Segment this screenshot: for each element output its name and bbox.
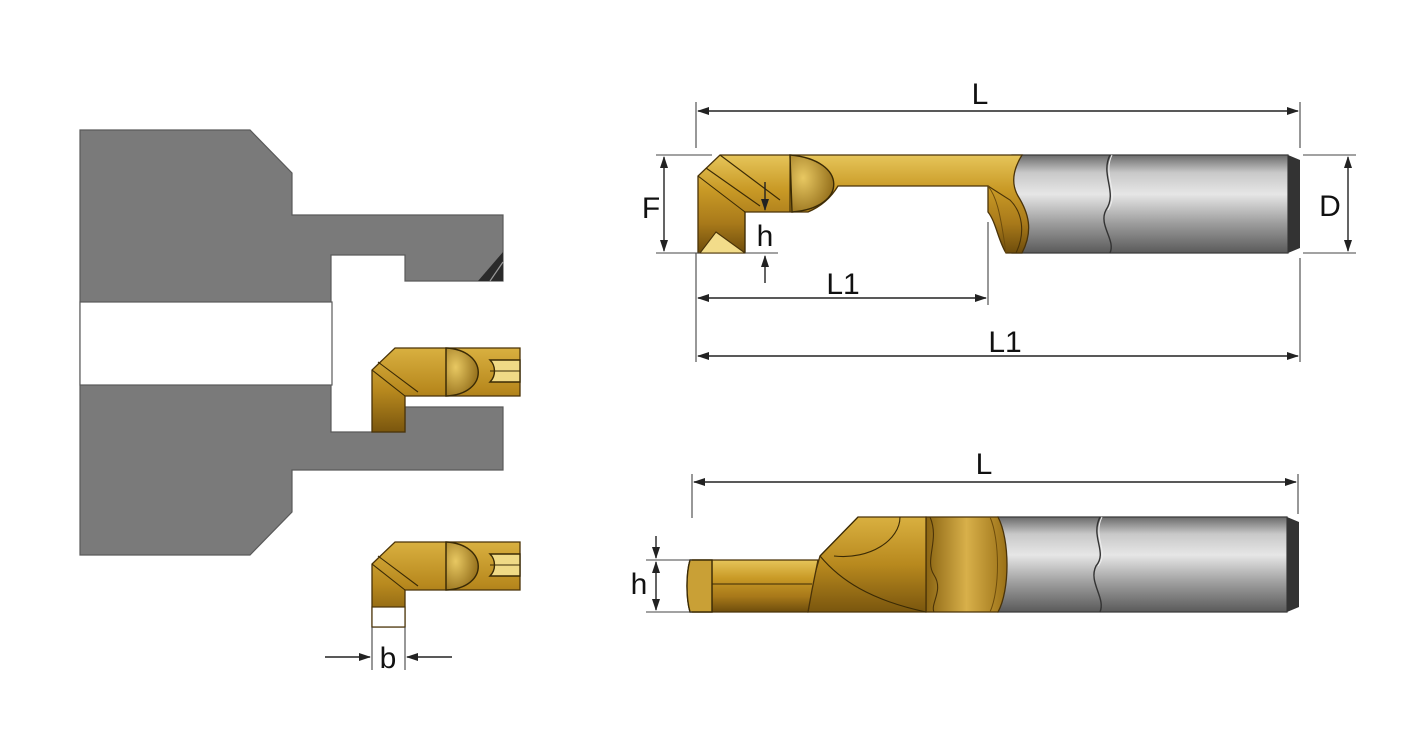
label-top-D: D [1319,190,1341,223]
holder-section [79,129,504,556]
label-bottom-L: L [976,448,993,481]
bottom-shank [997,516,1288,613]
dimension-b: b [325,627,452,675]
bottom-collar [925,516,1008,613]
top-boring-bar [697,154,1300,254]
holder-bore [79,301,333,386]
bottom-taper [807,516,927,613]
label-top-F: F [642,192,660,225]
top-gold-body [697,154,1030,254]
bottom-dimensions: L h [631,448,1299,613]
label-bottom-h: h [631,568,648,601]
label-top-h: h [757,220,774,253]
top-tip-light [698,231,747,254]
label-top-L1-inner: L1 [826,268,859,301]
top-dimensions: L F h D L1 L1 [642,78,1356,362]
insert-tip-dark [478,252,503,281]
top-shank [1011,154,1289,254]
label-b: b [380,642,397,675]
insert-detail [371,541,521,628]
seated-insert [371,347,521,433]
label-top-L: L [972,78,989,111]
label-top-L1-outer: L1 [988,326,1021,359]
bottom-boring-bar [686,516,1299,613]
